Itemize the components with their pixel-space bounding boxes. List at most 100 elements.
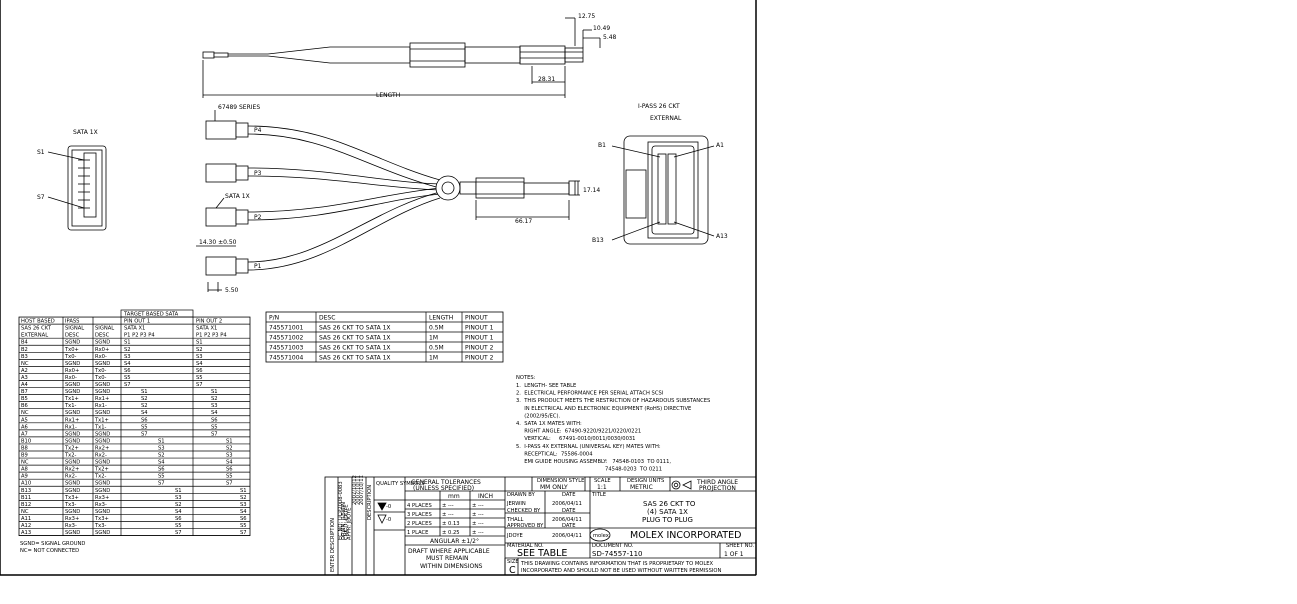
pin-cell: B7	[21, 389, 28, 395]
pin-cell: Tx2+	[64, 445, 79, 451]
general-tolerances: GENERAL TOLERANCES	[411, 479, 481, 486]
plug-p2: P2	[254, 214, 262, 221]
pin-cell: Tx2+	[94, 467, 109, 473]
molex-logo: molex	[593, 533, 609, 539]
pin-cell: SGND	[95, 509, 110, 515]
scale: 1:1	[597, 484, 607, 491]
pin-cell: SGND	[65, 431, 80, 437]
pin-cell: Tx1-	[94, 424, 107, 430]
pin-subheader: SIGNAL	[65, 326, 84, 332]
ipass-pin-b1: B1	[598, 142, 606, 149]
tol-mm: ± 0.13	[442, 521, 460, 527]
dim-66-17: 66.17	[515, 218, 532, 225]
size: C	[509, 565, 516, 576]
pin-cell: A5	[21, 417, 28, 423]
note-line: (2002/95/EC).	[516, 413, 560, 419]
rev-date: 2007/10/12	[352, 475, 358, 505]
draft-note-2: MUST REMAIN	[426, 555, 468, 562]
rev-col-header: DESCRIPTION	[367, 485, 373, 520]
company-name: MOLEX INCORPORATED	[630, 530, 741, 541]
pin-cell: S2	[226, 445, 233, 451]
fanout-cable	[196, 110, 580, 292]
rev-desc-col: ENTER DESCRIPTION	[330, 518, 336, 572]
pin-cell: SGND	[65, 361, 80, 367]
general-tolerances-sub: (UNLESS SPECIFIED)	[413, 485, 474, 492]
pin-cell: B2	[21, 347, 28, 353]
note-line: RECEPTICAL: 75586-0004	[516, 451, 593, 457]
dim-style: MM ONLY	[540, 484, 568, 491]
pn-cell: PINOUT 2	[465, 345, 494, 352]
proprietary-1: THIS DRAWING CONTAINS INFORMATION THAT I…	[520, 561, 714, 567]
title-line-3: PLUG TO PLUG	[642, 516, 693, 524]
cable-side-view	[202, 17, 601, 98]
pin-cell: Tx0-	[64, 354, 77, 360]
tol-mm: ± 0.25	[442, 530, 460, 536]
pn-cell: 745571003	[269, 345, 304, 352]
pin-cell: S3	[211, 403, 218, 409]
pin-cell: S1	[226, 438, 233, 444]
sata-pin-s7: S7	[37, 194, 45, 201]
pin-cell: SGND	[95, 389, 110, 395]
date-checked: 2006/04/11	[552, 517, 582, 523]
target-header: TARGET BASED SATA	[123, 312, 179, 318]
dim-5-48: 5.48	[603, 34, 617, 41]
pin-cell: A13	[21, 530, 31, 536]
pin-note-nc: NC= NOT CONNECTED	[20, 548, 79, 554]
pin-cell: Tx0-	[94, 375, 107, 381]
draft-note-1: DRAFT WHERE APPLICABLE	[408, 548, 490, 555]
sata-1x-label: SATA 1X	[225, 193, 250, 200]
pin-cell: Rx1-	[65, 424, 77, 430]
pin-cell: B3	[21, 354, 28, 360]
host-header: HOST BASED	[21, 319, 55, 325]
notes-title: NOTES:	[516, 375, 536, 381]
projection-2: PROJECTION	[699, 485, 736, 492]
date-drawn: 2006/04/11	[552, 501, 582, 507]
ipass-end-view	[611, 135, 715, 245]
pin-cell: S5	[175, 523, 182, 529]
pin-cell: A2	[21, 368, 28, 374]
pin-cell: B4	[21, 340, 29, 346]
pin-subheader: SATA X1	[196, 326, 217, 332]
rev-date: 2007/10/11	[359, 475, 365, 505]
pin-cell: A3	[21, 375, 28, 381]
material: SEE TABLE	[517, 548, 567, 559]
pin-cell: SGND	[95, 382, 110, 388]
pin-cell: S1	[211, 389, 218, 395]
pin-cell: S4	[141, 410, 148, 416]
pin-cell: S4	[211, 410, 218, 416]
pin-note-sgnd: SGND= SIGNAL GROUND	[20, 541, 85, 547]
pin-subheader: P1 P2 P3 P4	[196, 333, 227, 339]
pin-cell: S1	[158, 438, 165, 444]
pin-cell: S6	[175, 516, 182, 522]
pin-cell: Rx3+	[65, 516, 79, 522]
title-label: TITLE	[591, 492, 606, 498]
pn-cell: SAS 26 CKT TO SATA 1X	[319, 345, 391, 352]
rev-entry: APPR: JDOYE	[346, 508, 352, 540]
pin-cell: S5	[196, 375, 203, 381]
note-line: VERTICAL: 67491-0010/0011/0030/0031	[516, 436, 635, 442]
pin-cell: Rx0-	[65, 375, 77, 381]
pin-subheader: DESC	[65, 333, 80, 339]
sata-end-view	[47, 145, 107, 231]
pin-subheader: DESC	[95, 333, 110, 339]
sheet: 1 OF 1	[724, 551, 744, 558]
pin-cell: SGND	[65, 438, 80, 444]
ipass-header: IPASS	[65, 319, 79, 325]
pin-subheader: SAS 26 CKT	[21, 326, 52, 332]
pn-cell: PINOUT 2	[465, 355, 494, 362]
pin-cell: B10	[21, 438, 31, 444]
approved: JDOYE	[506, 533, 523, 539]
title-block	[324, 476, 757, 576]
pin-cell: S7	[175, 530, 182, 536]
quality-sym-1: -0	[386, 504, 391, 510]
pin-cell: S5	[141, 424, 148, 430]
pin-cell: S2	[158, 453, 165, 459]
pn-header: PINOUT	[465, 315, 488, 322]
dim-style-label: DIMENSION STYLE	[537, 478, 584, 484]
pin-cell: S4	[175, 509, 182, 515]
pin-cell: Rx1+	[95, 396, 109, 402]
projection-1: THIRD ANGLE	[696, 479, 738, 486]
